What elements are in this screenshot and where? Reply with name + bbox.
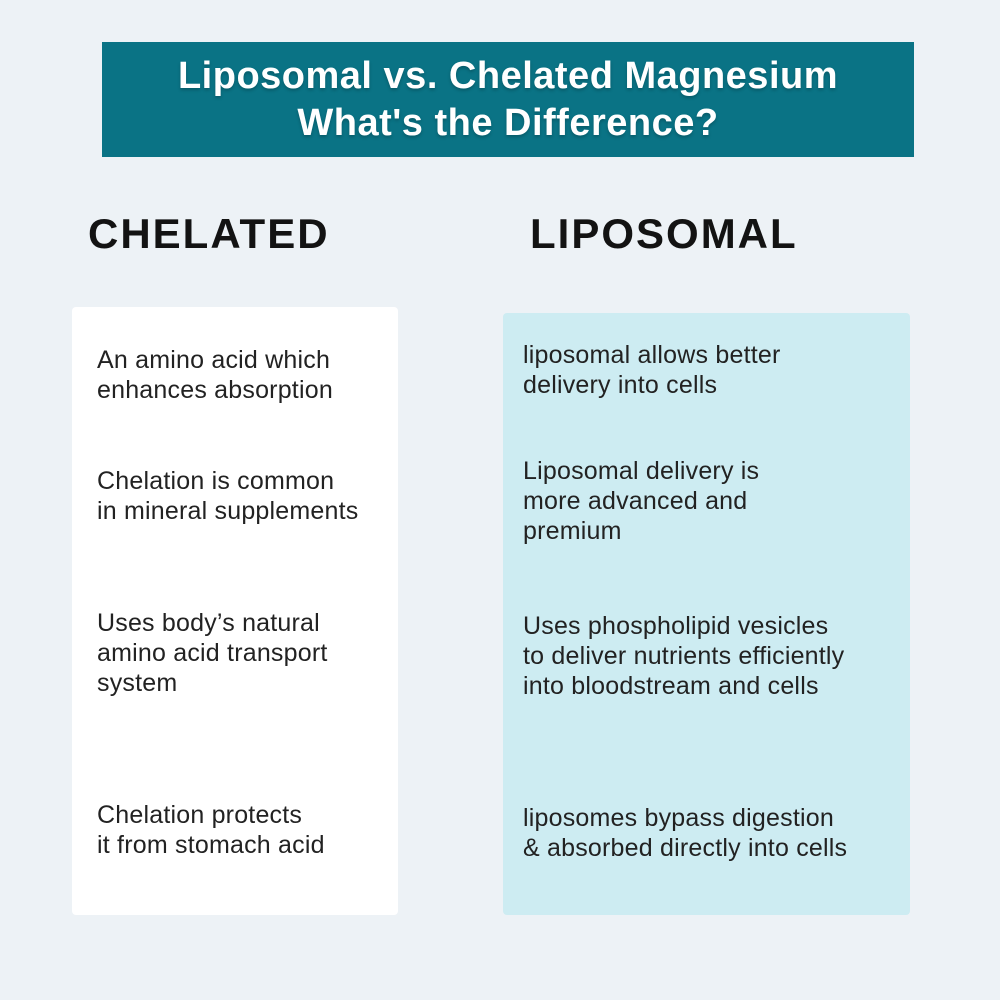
title-banner: Liposomal vs. Chelated Magnesium What's … [102, 42, 914, 157]
liposomal-item-4: liposomes bypass digestion & absorbed di… [523, 804, 848, 862]
liposomal-item-1: liposomal allows better delivery into ce… [523, 341, 781, 399]
liposomal-item-2: Liposomal delivery is more advanced and … [523, 457, 760, 545]
page-title: Liposomal vs. Chelated Magnesium What's … [177, 54, 839, 144]
liposomal-item-3: Uses phospholipid vesicles to deliver nu… [523, 612, 845, 700]
chelated-item-4: Chelation protects it from stomach acid [97, 801, 325, 859]
chelated-item-1: An amino acid which enhances absorption [97, 346, 333, 404]
chelated-item-2: Chelation is common in mineral supplemen… [97, 467, 359, 525]
liposomal-card: liposomal allows better delivery into ce… [503, 313, 910, 915]
column-header-chelated: CHELATED [88, 210, 330, 257]
column-header-liposomal: LIPOSOMAL [530, 210, 798, 257]
chelated-item-3: Uses body’s natural amino acid transport… [97, 609, 328, 697]
chelated-card: An amino acid which enhances absorption … [72, 307, 398, 915]
